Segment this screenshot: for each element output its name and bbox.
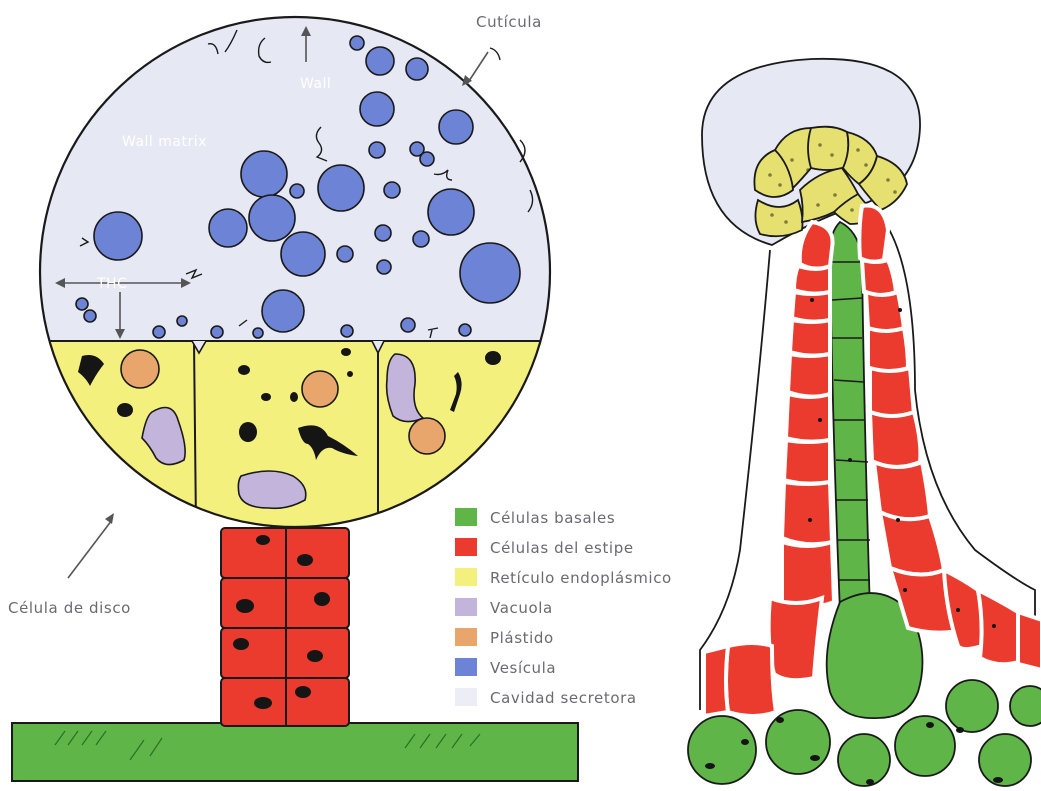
legend-swatch-reticulo xyxy=(455,568,477,586)
legend-swatch-vesicula xyxy=(455,658,477,676)
stalk-cells xyxy=(221,528,349,726)
legend: Células basales Células del estipe Retíc… xyxy=(455,508,672,707)
legend-swatch-plastido xyxy=(455,628,477,646)
legend-swatch-vacuola xyxy=(455,598,477,616)
legend-label-estipe: Células del estipe xyxy=(490,539,634,557)
legend-label-cavidad: Cavidad secretora xyxy=(490,689,637,707)
wall-matrix-label: Wall matrix xyxy=(122,134,207,150)
legend-swatch-basales xyxy=(455,508,477,526)
cuticula-label: Cutícula xyxy=(476,13,542,31)
legend-swatch-estipe xyxy=(455,538,477,556)
legend-label-plastido: Plástido xyxy=(490,629,554,647)
basal-ground xyxy=(12,723,578,781)
legend-label-basales: Células basales xyxy=(490,509,615,527)
stalk-cells-left xyxy=(704,222,834,716)
legend-label-vesicula: Vesícula xyxy=(490,659,556,677)
legend-swatch-cavidad xyxy=(455,688,477,706)
legend-label-vacuola: Vacuola xyxy=(490,599,553,617)
right-trichome xyxy=(688,59,1041,786)
thc-label: THC xyxy=(96,276,127,292)
celula-disco-label: Célula de disco xyxy=(8,599,131,617)
wall-label: Wall xyxy=(300,76,331,92)
legend-label-reticulo: Retículo endoplásmico xyxy=(490,569,672,587)
